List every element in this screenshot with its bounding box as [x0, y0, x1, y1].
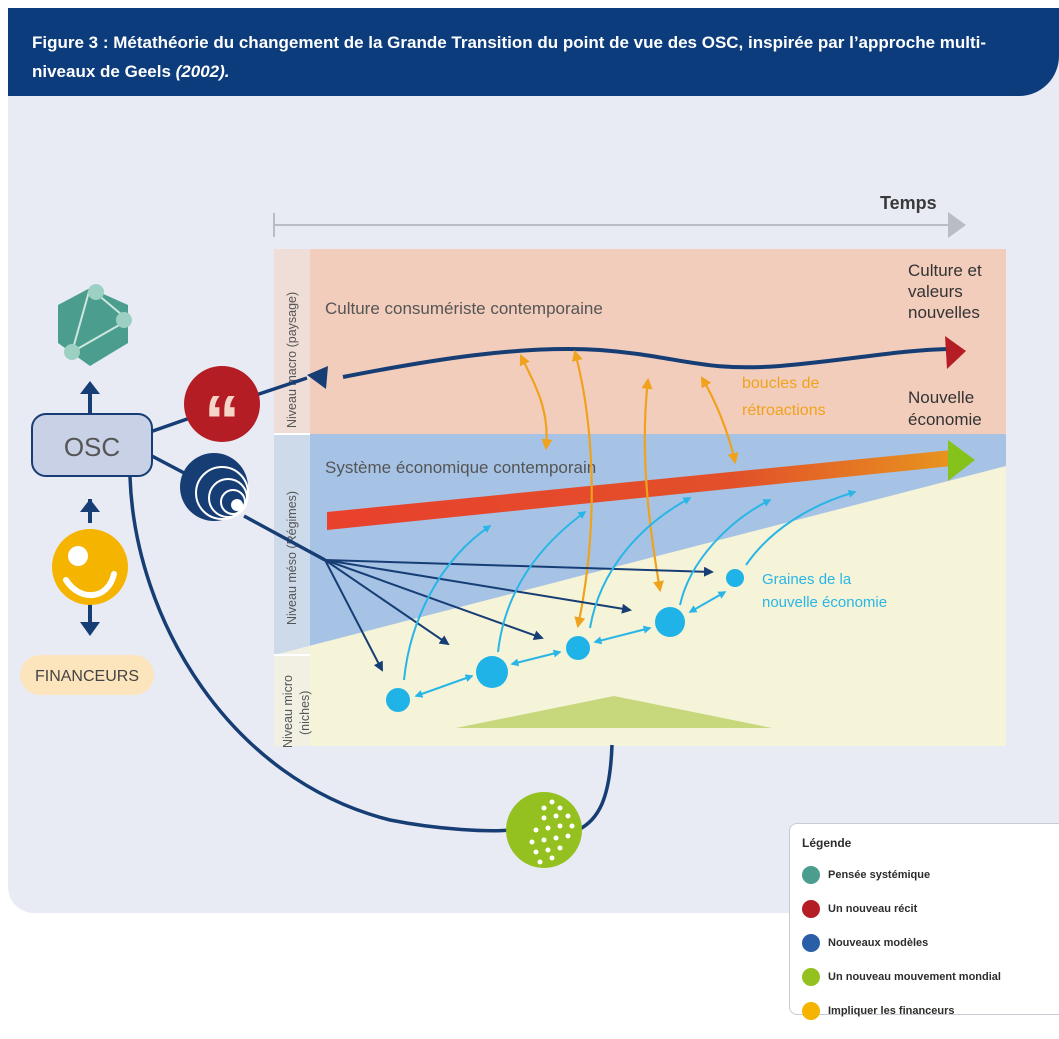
culture-new-label-3: nouvelles — [908, 303, 980, 322]
feedback-label-2: rétroactions — [742, 402, 826, 419]
seeds — [386, 569, 744, 712]
seed — [655, 607, 685, 637]
coin-icon — [52, 529, 128, 605]
culture-new-label-2: valeurs — [908, 282, 963, 301]
economy-trajectory — [327, 450, 952, 530]
culture-entry-arrow — [307, 366, 328, 389]
time-axis — [273, 212, 966, 238]
financeurs-pill — [20, 655, 154, 695]
legend-item-label: Un nouveau mouvement mondial — [828, 971, 1001, 983]
legend-item-funders: Impliquer les financeurs — [802, 1000, 955, 1022]
legend-item-label: Pensée systémique — [828, 869, 931, 881]
meso-band — [274, 434, 1006, 655]
culture-label: Culture consumériste contemporaine — [325, 299, 603, 318]
osc-connections — [128, 376, 614, 833]
economy-new-label-1: Nouvelle — [908, 388, 974, 407]
quote-icon — [802, 900, 820, 918]
figure-title-text: Figure 3 : Métathéorie du changement de … — [32, 33, 987, 81]
quote-icon: “ — [184, 366, 260, 462]
culture-trajectory — [342, 347, 949, 379]
network-icon — [802, 866, 820, 884]
macro-band — [274, 249, 1006, 434]
osc-box — [31, 413, 153, 477]
osc-vertical-arrows — [80, 381, 100, 636]
movement-triangle — [456, 696, 772, 728]
economy-end-arrow — [948, 440, 975, 481]
seed — [566, 636, 590, 660]
system-label: Système économique contemporain — [325, 458, 596, 477]
figure-title: Figure 3 : Métathéorie du changement de … — [32, 28, 1032, 86]
level-macro-label: Niveau macro (paysage) — [285, 292, 299, 428]
legend-item-label: Nouveaux modèles — [828, 937, 929, 949]
model-arrows — [324, 559, 714, 672]
level-micro-sub-label: (niches) — [298, 691, 312, 735]
seed — [476, 656, 508, 688]
rings-icon — [180, 453, 249, 521]
network-icon — [58, 284, 132, 366]
dots-icon — [506, 792, 582, 868]
legend: Légende Pensée systémique Un nouveau réc… — [789, 823, 1059, 1020]
economy-new-label-2: économie — [908, 410, 982, 429]
seed-growth-arrows — [403, 489, 857, 681]
financeurs-label: FINANCEURS — [35, 668, 139, 685]
feedback-loops — [519, 349, 739, 629]
dots-icon — [802, 968, 820, 986]
legend-item-label: Impliquer les financeurs — [828, 1005, 955, 1017]
rings-icon — [802, 934, 820, 952]
level-micro-label: Niveau micro — [281, 675, 295, 748]
level-meso-label: Niveau méso (Régimes) — [285, 491, 299, 625]
seed-links — [414, 591, 727, 698]
time-label: Temps — [880, 193, 937, 213]
legend-item-new-narrative: Un nouveau récit — [802, 898, 917, 920]
culture-new-label-1: Culture et — [908, 261, 982, 280]
feedback-label-1: boucles de — [742, 375, 819, 392]
legend-item-systems-thinking: Pensée systémique — [802, 864, 930, 886]
culture-end-arrow — [945, 336, 966, 369]
legend-item-global-movement: Un nouveau mouvement mondial — [802, 966, 1001, 988]
level-label-column — [274, 249, 310, 746]
seed — [386, 688, 410, 712]
seeds-label-1: Graines de la — [762, 571, 852, 588]
legend-title: Légende — [802, 836, 852, 850]
legend-item-label: Un nouveau récit — [828, 903, 918, 915]
seed — [726, 569, 744, 587]
figure-title-year: (2002). — [175, 62, 230, 81]
coin-icon — [802, 1002, 820, 1020]
legend-item-new-models: Nouveaux modèles — [802, 932, 928, 954]
osc-label: OSC — [64, 432, 120, 462]
seeds-label-2: nouvelle économie — [762, 594, 887, 611]
svg-text:“: “ — [204, 382, 240, 462]
figure-header: Figure 3 : Métathéorie du changement de … — [8, 8, 1059, 96]
